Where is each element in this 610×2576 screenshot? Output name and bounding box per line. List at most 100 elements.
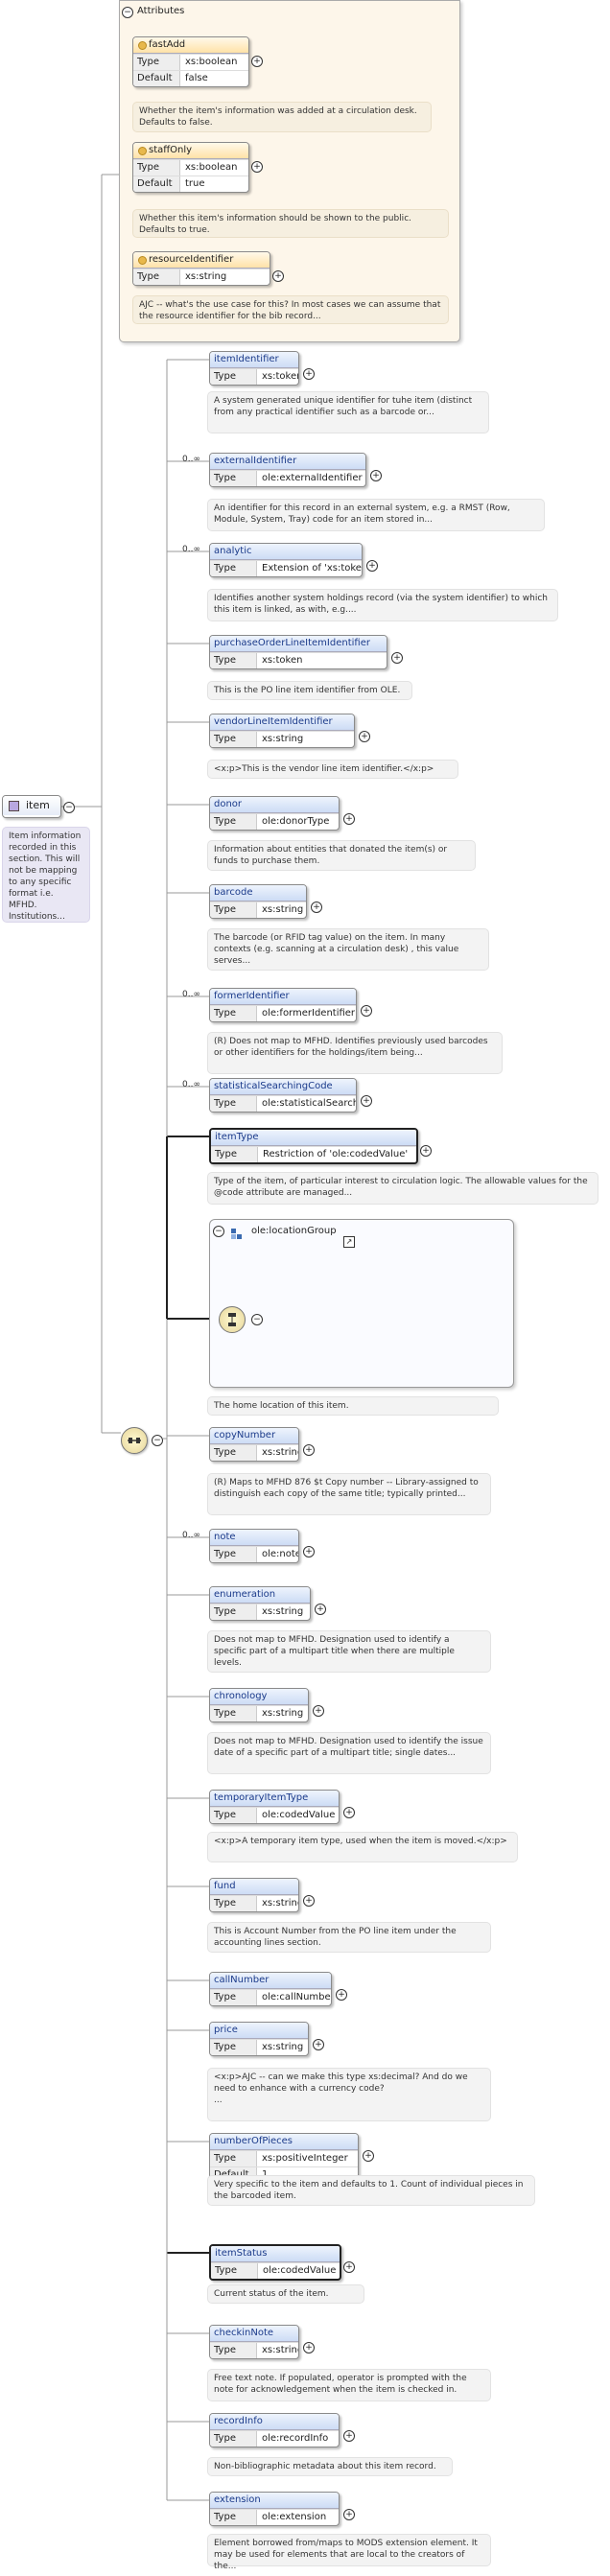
- root-collapse-toggle[interactable]: −: [63, 802, 75, 813]
- type-key: Type: [210, 1096, 257, 1112]
- element-name: fund: [210, 1879, 298, 1895]
- type-value: xs:boolean: [185, 57, 238, 67]
- element-name: vendorLineItemIdentifier: [210, 714, 354, 731]
- attribute-expand-toggle[interactable]: +: [251, 161, 263, 173]
- type-key: Type: [133, 55, 180, 70]
- element-expand-toggle[interactable]: +: [359, 731, 370, 742]
- element-expand-toggle[interactable]: +: [343, 2430, 355, 2442]
- type-value: Restriction of 'ole:codedValue': [263, 1149, 409, 1159]
- type-key: Type: [133, 160, 180, 176]
- type-value: xs:token: [262, 371, 299, 382]
- element-name: itemIdentifier: [210, 352, 298, 368]
- element-expand-toggle[interactable]: +: [361, 1005, 372, 1017]
- element-documentation: Current status of the item.: [207, 2284, 364, 2304]
- element-name: barcode: [210, 885, 306, 902]
- location-group-container: [209, 1219, 514, 1388]
- attribute-expand-toggle[interactable]: +: [272, 270, 284, 282]
- location-group-documentation: The home location of this item.: [207, 1396, 499, 1416]
- element-expand-toggle[interactable]: +: [370, 470, 382, 481]
- type-value: xs:string: [262, 1898, 299, 1909]
- type-key: Type: [210, 561, 257, 576]
- choice-collapse-toggle[interactable]: −: [251, 1314, 263, 1325]
- type-value: xs:string: [262, 2042, 304, 2052]
- element-name: extension: [210, 2493, 339, 2509]
- element-name: statisticalSearchingCode: [210, 1079, 356, 1095]
- element-expand-toggle[interactable]: +: [420, 1145, 432, 1157]
- attribute-icon: [138, 41, 147, 50]
- element-expand-toggle[interactable]: +: [343, 1807, 355, 1818]
- element-documentation: This is Account Number from the PO line …: [207, 1922, 491, 1953]
- location-group-name: ole:locationGroup: [251, 1226, 337, 1236]
- element-expand-toggle[interactable]: +: [303, 1444, 315, 1456]
- element-expand-toggle[interactable]: +: [391, 652, 403, 664]
- element-documentation: Free text note. If populated, operator i…: [207, 2369, 491, 2401]
- multiplicity-label: 0..∞: [182, 455, 200, 464]
- external-link-icon[interactable]: ↗: [343, 1236, 355, 1248]
- multiplicity-label: 0..∞: [182, 990, 200, 999]
- element-expand-toggle[interactable]: +: [303, 1895, 315, 1907]
- attribute-icon: [138, 256, 147, 265]
- element-expand-toggle[interactable]: +: [361, 1095, 372, 1107]
- type-key: Type: [210, 1706, 257, 1721]
- attributes-collapse-toggle[interactable]: −: [122, 7, 133, 18]
- multiplicity-label: 0..∞: [182, 1531, 200, 1540]
- element-expand-toggle[interactable]: +: [336, 1989, 347, 2001]
- type-key: Type: [210, 2343, 257, 2358]
- element-expand-toggle[interactable]: +: [303, 1546, 315, 1557]
- type-value: ole:externalIdentifier: [262, 473, 363, 483]
- element-expand-toggle[interactable]: +: [313, 1705, 324, 1717]
- type-key: Type: [210, 2040, 257, 2055]
- choice-compositor-icon: [219, 1306, 246, 1333]
- element-expand-toggle[interactable]: +: [343, 2509, 355, 2520]
- element-expand-toggle[interactable]: +: [303, 368, 315, 380]
- element-expand-toggle[interactable]: +: [363, 2150, 374, 2162]
- type-value: ole:note: [262, 1549, 299, 1559]
- type-value: xs:boolean: [185, 162, 238, 173]
- attribute-expand-toggle[interactable]: +: [251, 56, 263, 67]
- element-expand-toggle[interactable]: +: [313, 2039, 324, 2050]
- element-expand-toggle[interactable]: +: [311, 902, 322, 913]
- multiplicity-label: 0..∞: [182, 1080, 200, 1089]
- root-element-item[interactable]: item: [2, 795, 61, 818]
- type-value: xs:string: [262, 734, 304, 744]
- element-expand-toggle[interactable]: +: [343, 813, 355, 825]
- element-expand-toggle[interactable]: +: [343, 2261, 355, 2273]
- element-expand-toggle[interactable]: +: [303, 2342, 315, 2354]
- element-name: callNumber: [210, 1973, 331, 1989]
- type-key: Type: [210, 1006, 257, 1021]
- sequence-collapse-toggle[interactable]: −: [152, 1435, 163, 1446]
- element-name: checkinNote: [210, 2326, 298, 2342]
- default-value: true: [185, 178, 205, 189]
- element-expand-toggle[interactable]: +: [315, 1604, 326, 1615]
- type-value: xs:string: [262, 1606, 304, 1617]
- type-value: Extension of 'xs:token': [262, 563, 363, 574]
- type-key: Type: [133, 269, 180, 285]
- location-group-collapse-toggle[interactable]: −: [213, 1226, 224, 1237]
- element-expand-toggle[interactable]: +: [366, 560, 378, 572]
